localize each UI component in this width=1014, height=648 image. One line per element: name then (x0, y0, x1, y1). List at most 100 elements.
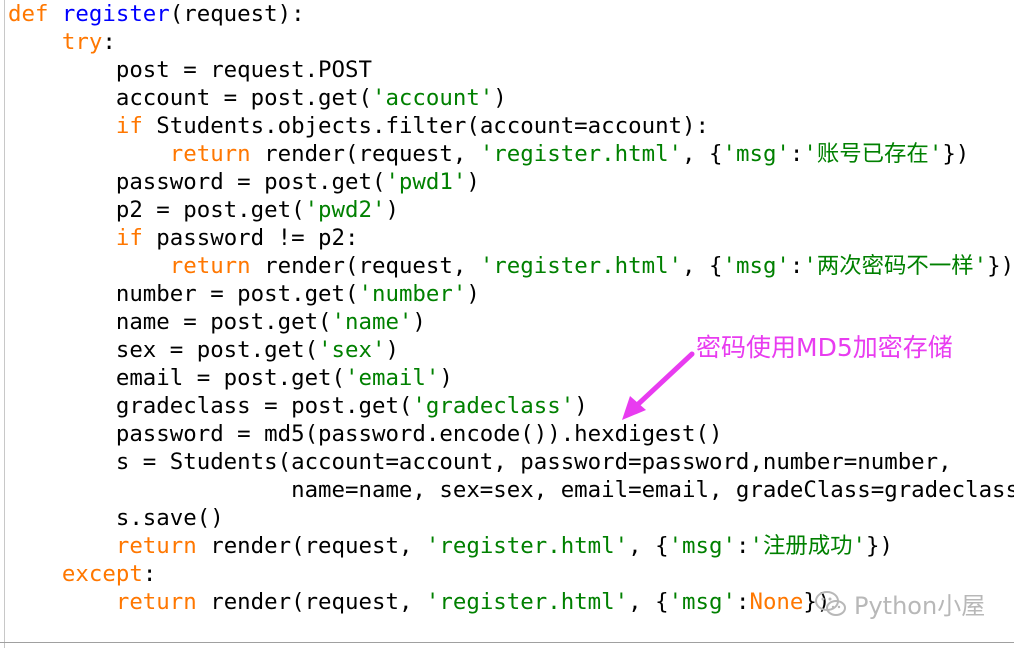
code-token: number = post.get( (8, 281, 359, 307)
code-token (8, 561, 62, 587)
code-token: '两次密码不一样' (803, 253, 988, 279)
code-token: ) (493, 85, 507, 111)
code-line[interactable]: password = post.get('pwd1') (8, 168, 1014, 196)
code-token: render(request, (196, 533, 426, 559)
code-token: def (8, 1, 62, 27)
code-token: : (142, 561, 157, 587)
code-token: return (115, 533, 197, 559)
code-line[interactable]: if Students.objects.filter(account=accou… (8, 112, 1014, 140)
code-token: email = post.get( (8, 365, 346, 391)
code-token: : (789, 253, 804, 279)
code-token: : (735, 589, 750, 615)
code-token: ) (574, 393, 588, 419)
code-token: post = request.POST (8, 57, 372, 83)
code-line[interactable]: except: (8, 560, 1014, 588)
code-token: }) (987, 253, 1014, 279)
code-token: , { (628, 589, 669, 615)
code-token: password = md5(password.encode()).hexdig… (8, 421, 723, 447)
code-line[interactable]: s.save() (8, 504, 1014, 532)
code-token: name=name, sex=sex, email=email, gradeCl… (8, 477, 1014, 503)
code-token: 'register.html' (425, 589, 629, 615)
code-line[interactable]: if password != p2: (8, 224, 1014, 252)
code-token: if (115, 225, 143, 251)
code-token: account = post.get( (8, 85, 372, 111)
code-token: name = post.get( (8, 309, 332, 335)
code-token: }) (866, 533, 893, 559)
wechat-icon (815, 590, 846, 616)
code-line[interactable]: return render(request, 'register.html', … (8, 140, 1014, 168)
gutter-divider (4, 0, 5, 648)
code-token (8, 589, 116, 615)
code-token: return (169, 253, 251, 279)
code-line[interactable]: sex = post.get('sex') (8, 336, 1014, 364)
code-token: (request): (169, 1, 305, 27)
md5-annotation: 密码使用MD5加密存储 (696, 333, 953, 362)
code-token (8, 253, 170, 279)
code-token: sex = post.get( (8, 337, 319, 363)
code-token: 'name' (331, 309, 413, 335)
code-token: : (102, 29, 116, 55)
code-line[interactable]: try: (8, 28, 1014, 56)
code-token: 'pwd2' (304, 197, 386, 223)
code-token: ) (385, 197, 399, 223)
code-token: ) (439, 365, 453, 391)
code-token: '账号已存在' (803, 141, 943, 167)
code-token: render(request, (196, 589, 426, 615)
code-token: ) (466, 281, 480, 307)
code-token: , { (682, 253, 723, 279)
code-token: 'email' (345, 365, 440, 391)
code-token: ) (466, 169, 480, 195)
code-token: register (61, 1, 170, 27)
code-token: 'account' (371, 85, 494, 111)
code-token: p2 = post.get( (8, 197, 305, 223)
code-line[interactable]: password = md5(password.encode()).hexdig… (8, 420, 1014, 448)
code-token: ) (412, 309, 426, 335)
code-token: s = Students(account=account, password=p… (8, 449, 952, 475)
code-line[interactable]: post = request.POST (8, 56, 1014, 84)
code-token: Students.objects.filter(account=account)… (142, 113, 709, 139)
code-token: , { (682, 141, 723, 167)
code-token: try (61, 29, 103, 55)
code-token: '注册成功' (749, 533, 866, 559)
code-line[interactable]: return render(request, 'register.html', … (8, 252, 1014, 280)
code-token (8, 29, 62, 55)
code-line[interactable]: account = post.get('account') (8, 84, 1014, 112)
code-token: ) (385, 337, 399, 363)
code-line[interactable]: return render(request, 'register.html', … (8, 532, 1014, 560)
code-line[interactable]: number = post.get('number') (8, 280, 1014, 308)
code-token: render(request, (250, 141, 480, 167)
code-token: password != p2: (142, 225, 359, 251)
code-line[interactable]: name=name, sex=sex, email=email, gradeCl… (8, 476, 1014, 504)
code-token: s.save() (8, 505, 224, 531)
watermark: Python小屋 (814, 586, 985, 621)
code-token: password = post.get( (8, 169, 386, 195)
code-token (8, 225, 116, 251)
code-line[interactable]: return render(request, 'register.html', … (8, 588, 1014, 616)
code-token (8, 533, 116, 559)
code-line[interactable]: p2 = post.get('pwd2') (8, 196, 1014, 224)
code-token: if (115, 113, 143, 139)
code-line[interactable]: name = post.get('name') (8, 308, 1014, 336)
code-line[interactable]: s = Students(account=account, password=p… (8, 448, 1014, 476)
code-token: : (735, 533, 750, 559)
code-token: None (749, 589, 804, 615)
code-line[interactable]: email = post.get('email') (8, 364, 1014, 392)
code-token: render(request, (250, 253, 480, 279)
code-token: 'gradeclass' (412, 393, 575, 419)
code-token: return (115, 589, 197, 615)
code-token: 'msg' (668, 533, 736, 559)
code-token: 'msg' (722, 141, 790, 167)
code-token: 'number' (358, 281, 467, 307)
code-block[interactable]: def register(request): try: post = reque… (8, 0, 1014, 616)
code-line[interactable]: gradeclass = post.get('gradeclass') (8, 392, 1014, 420)
code-line[interactable]: def register(request): (8, 0, 1014, 28)
code-token (8, 113, 116, 139)
code-token: 'register.html' (425, 533, 629, 559)
code-token: 'sex' (318, 337, 386, 363)
code-token: : (789, 141, 804, 167)
code-token: 'pwd1' (385, 169, 467, 195)
code-token: except (61, 561, 143, 587)
code-token: }) (942, 141, 970, 167)
arrow-icon (622, 351, 695, 420)
